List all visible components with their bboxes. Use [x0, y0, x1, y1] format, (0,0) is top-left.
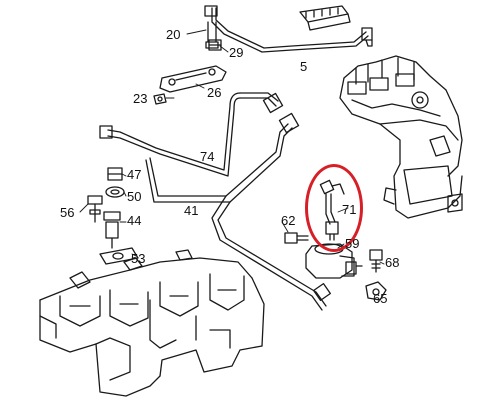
- fitting-47: [107, 167, 123, 181]
- callout-23: 23: [133, 91, 148, 106]
- nut-23: [153, 93, 167, 105]
- callout-59: 59: [345, 236, 360, 251]
- callout-41: 41: [184, 203, 199, 218]
- callout-71: 71: [342, 202, 357, 217]
- callout-56: 56: [60, 205, 75, 220]
- callout-68: 68: [385, 255, 400, 270]
- callout-74: 74: [200, 149, 215, 164]
- injector-56: [87, 195, 103, 223]
- clip-bracket-5: [299, 5, 351, 31]
- callout-26: 26: [207, 85, 222, 100]
- callout-62: 62: [281, 213, 296, 228]
- washer-50: [105, 186, 125, 198]
- injection-line-74: [99, 92, 284, 177]
- callout-50: 50: [127, 189, 142, 204]
- injection-line-41: [145, 112, 332, 311]
- callout-5: 5: [300, 59, 308, 74]
- intake-manifold: [39, 249, 265, 397]
- bolt-62: [284, 232, 309, 244]
- callout-44: 44: [127, 213, 142, 228]
- injection-pump: [339, 55, 463, 219]
- nut-29: [208, 39, 222, 51]
- callout-47: 47: [127, 167, 142, 182]
- seal-53: [99, 247, 139, 265]
- callout-29: 29: [229, 45, 244, 60]
- callout-53: 53: [131, 251, 146, 266]
- callout-65: 65: [373, 291, 388, 306]
- injector-44: [103, 211, 121, 249]
- fuel-line-20: [204, 5, 373, 53]
- callout-20: 20: [166, 27, 181, 42]
- bracket-26: [159, 65, 227, 93]
- highlight-circle: [305, 164, 363, 252]
- bolt-68: [369, 249, 383, 273]
- clamp-65: [365, 281, 387, 301]
